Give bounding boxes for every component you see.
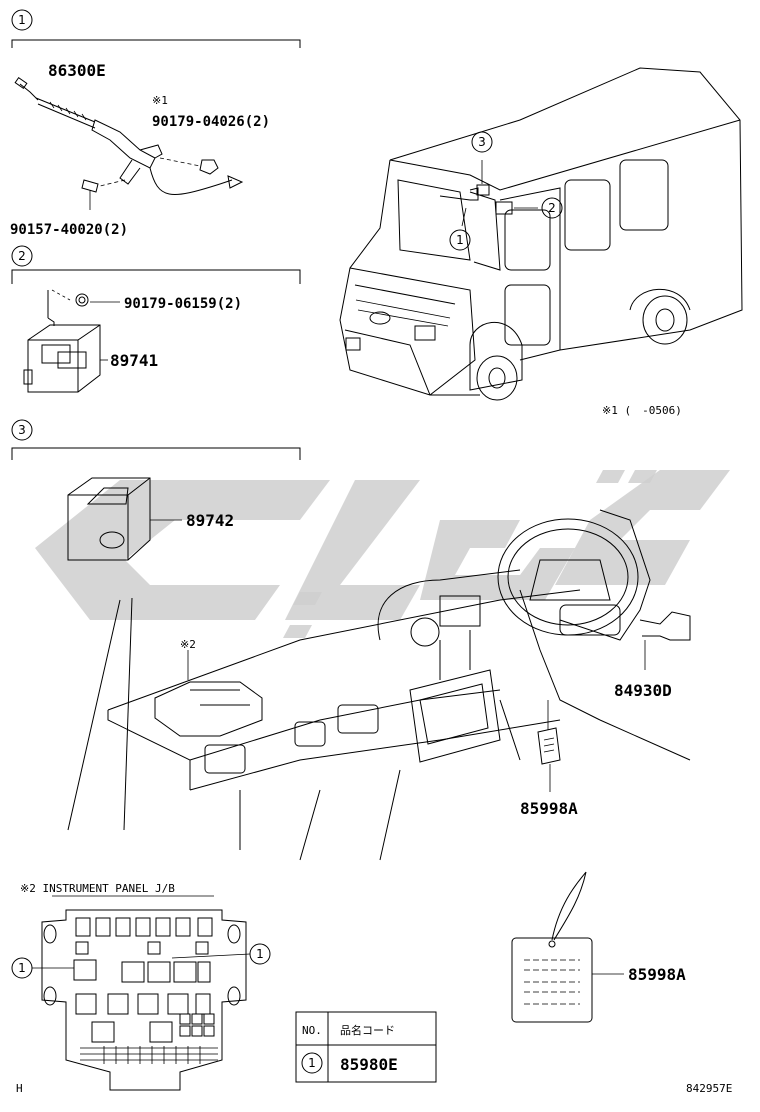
section-3-header: 3 [11,419,301,460]
label-tag-illustration [511,871,624,1023]
jb-callout-left [11,957,33,979]
part-number-89742: 89742 [186,511,234,530]
van-callout-1 [449,229,471,251]
jb-callout-right [249,943,271,965]
table-header-code: 品名コード [340,1023,395,1037]
jb-title: ※2 INSTRUMENT PANEL J/B [20,882,175,895]
section-2-header: 2 [11,245,301,284]
table-row-no: 1 [308,1056,316,1070]
section-marker-3 [11,419,33,441]
junction-block-illustration [11,909,271,1091]
section-marker-2 [11,245,33,267]
part-number-85998A-detail: 85998A [628,965,686,984]
note-1-mark: ※1 [152,94,168,107]
part-number-screw-antenna: 90157-40020(2) [10,222,128,238]
part-number-84930D: 84930D [614,681,672,700]
note-1-range: ※1 ( -0506) [602,404,682,417]
note-2-mark: ※2 [180,638,196,651]
van-callout-1-label: 1 [456,233,464,247]
table-header-no: NO. [302,1024,322,1037]
van-callout-2-label: 2 [548,201,556,215]
illustration-id: 842957E [686,1082,732,1095]
section-1-header: 1 [11,9,301,48]
part-number-nut-unit: 90179-06159(2) [124,296,242,312]
antenna-illustration [14,76,244,210]
table-row-code: 85980E [340,1055,398,1074]
section-marker-1 [11,9,33,31]
unit-89742-illustration [67,477,182,831]
section-marker-2-label: 2 [18,249,26,263]
code-table [295,1011,437,1083]
van-callout-3 [471,131,493,153]
unit-89741-illustration [23,289,120,393]
jb-callout-right-label: 1 [256,947,264,961]
section-marker-3-label: 3 [18,423,26,437]
part-number-86300E: 86300E [48,61,106,80]
section-marker-1-label: 1 [18,13,26,27]
footer-left-mark: H [16,1082,23,1095]
van-illustration [339,67,743,401]
part-number-89741: 89741 [110,351,158,370]
jb-callout-left-label: 1 [18,961,26,975]
van-callout-2 [541,197,563,219]
van-callout-3-label: 3 [478,135,486,149]
part-number-nut-antenna: 90179-04026(2) [152,114,270,130]
part-number-85998A-dash: 85998A [520,799,578,818]
watermark-logo [35,470,730,638]
dashboard-illustration [107,509,691,861]
